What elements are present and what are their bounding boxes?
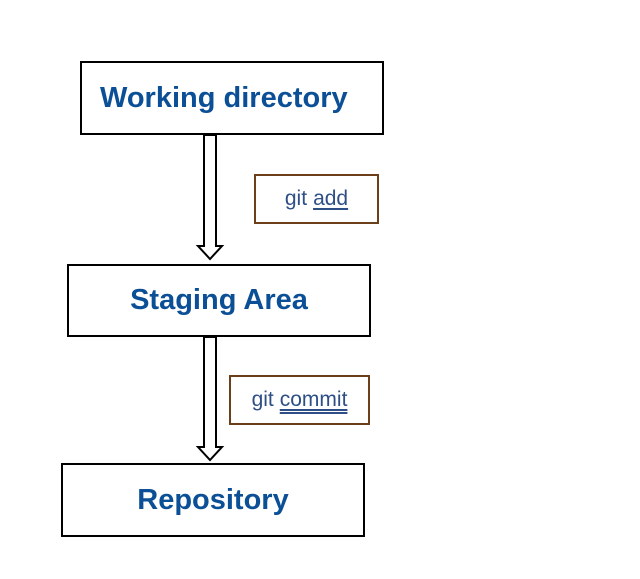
git-commit-command-box: git commit [229, 375, 370, 425]
git-add-command-box: git add [254, 174, 379, 224]
repository-box: Repository [61, 463, 365, 537]
working-directory-label: Working directory [100, 81, 348, 114]
git-commit-keyword: git [251, 388, 274, 411]
staging-area-box: Staging Area [67, 264, 371, 337]
git-add-argument: add [313, 187, 349, 210]
git-add-keyword: git [284, 187, 308, 210]
git-commit-argument: commit [279, 388, 348, 411]
staging-area-label: Staging Area [130, 284, 308, 316]
working-directory-box: Working directory [80, 61, 384, 135]
arrow-staging-to-repository [195, 336, 225, 462]
arrow-working-to-staging [195, 134, 225, 261]
repository-label: Repository [137, 483, 289, 516]
